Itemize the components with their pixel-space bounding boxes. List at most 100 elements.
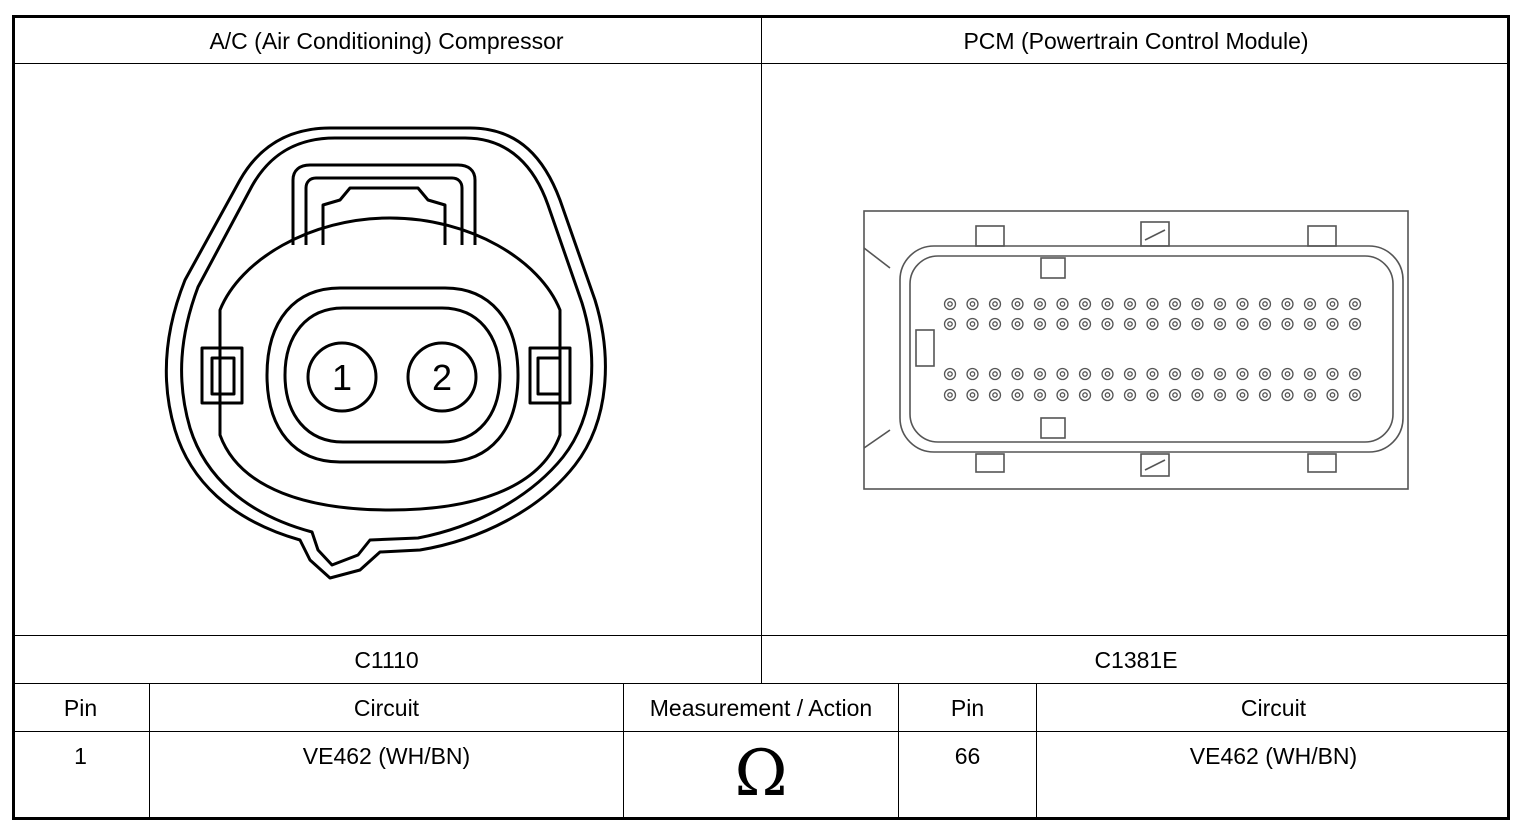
pcm-pin (1123, 388, 1137, 402)
pcm-pin (1258, 317, 1272, 331)
pcm-pin-center (1082, 321, 1088, 327)
pcm-pin-center (1059, 301, 1066, 307)
pcm-pin (943, 367, 957, 381)
pcm-pin-center (1149, 301, 1156, 307)
pcm-pin (1011, 388, 1024, 402)
pcm-pin (1191, 317, 1204, 331)
pcm-pin-center (1104, 301, 1111, 307)
pcm-pin-center (1307, 321, 1313, 327)
pcm-pin-center (1037, 301, 1043, 307)
pcm-pin-center (969, 392, 976, 398)
pcm-pin (1101, 388, 1114, 402)
pcm-pin-center (1127, 301, 1133, 307)
pcm-pin (1258, 388, 1272, 402)
divider-col-2 (623, 683, 624, 820)
pcm-pin-center (1194, 301, 1201, 307)
pcm-pin-center (1014, 371, 1021, 377)
pcm-pin-center (1172, 392, 1178, 398)
pcm-pin (1281, 388, 1294, 402)
pcm-pin (1056, 317, 1069, 331)
pcm-pin-center (1082, 301, 1088, 307)
pcm-pin-center (1239, 371, 1246, 377)
pcm-pin (1213, 297, 1227, 311)
pcm-pin-center (969, 371, 976, 377)
pcm-pin (1056, 388, 1069, 402)
pcm-pin (943, 297, 957, 311)
pcm-pin (1258, 367, 1272, 381)
pcm-pin (1033, 388, 1047, 402)
pcm-pin-center (1127, 371, 1133, 377)
divider-col-4 (1036, 683, 1037, 820)
pcm-pin-center (1217, 321, 1223, 327)
pcm-pin (1326, 297, 1339, 311)
pcm-pin (943, 317, 957, 331)
pcm-pin-center (1014, 321, 1021, 327)
pcm-pin (966, 367, 979, 381)
pcm-pin (1326, 367, 1339, 381)
table-header-circuit-right: Circuit (1240, 695, 1307, 721)
pcm-pin-center (1352, 392, 1358, 398)
pcm-pin (1011, 317, 1024, 331)
pcm-pin (1236, 388, 1249, 402)
divider-col-3 (898, 683, 899, 820)
table-header-pin-right: Pin (950, 695, 985, 721)
left-connector-header: A/C (Air Conditioning) Compressor (209, 28, 564, 54)
right-connector-id: C1381E (1094, 647, 1178, 673)
right-connector-header: PCM (Powertrain Control Module) (963, 28, 1309, 54)
pcm-pin (1281, 367, 1294, 381)
pcm-pin (1236, 317, 1249, 331)
pcm-pin (1213, 367, 1227, 381)
pcm-pin-center (1262, 301, 1268, 307)
pcm-pin (1168, 367, 1182, 381)
pcm-pin-center (1059, 371, 1066, 377)
pcm-pin-center (1059, 392, 1066, 398)
pcm-pin-center (1127, 392, 1133, 398)
pcm-pin-center (1149, 392, 1156, 398)
pcm-pin-center (1127, 321, 1133, 327)
table-header-measurement: Measurement / Action (649, 695, 873, 721)
pcm-pin (1326, 388, 1339, 402)
pcm-pin-center (1149, 321, 1156, 327)
left-connector-id: C1110 (354, 647, 419, 673)
pcm-pin-center (1172, 301, 1178, 307)
pcm-pin-center (1037, 392, 1043, 398)
pcm-pin (1168, 297, 1182, 311)
pcm-pin-center (1082, 392, 1088, 398)
pcm-pin-center (1307, 301, 1313, 307)
pcm-pin-center (1194, 392, 1201, 398)
pcm-pin-center (1284, 371, 1291, 377)
pcm-pin (1348, 317, 1362, 331)
pcm-pin-center (1262, 321, 1268, 327)
pcm-pin-center (1352, 371, 1358, 377)
pcm-pin-center (1082, 371, 1088, 377)
pcm-pin (1033, 367, 1047, 381)
pcm-pin (1213, 317, 1227, 331)
pcm-connector-drawing (863, 210, 1409, 490)
pcm-pin-center (1104, 392, 1111, 398)
pcm-pin (1303, 367, 1317, 381)
pcm-pin-center (1172, 321, 1178, 327)
row-pin-right: 66 (954, 743, 981, 769)
pcm-pin (966, 388, 979, 402)
pcm-pin (1101, 297, 1114, 311)
pcm-pin (988, 317, 1002, 331)
pcm-pin (1056, 367, 1069, 381)
ac-compressor-connector-drawing: 1 2 (164, 126, 607, 580)
table-header-pin-left: Pin (63, 695, 98, 721)
pcm-pin (1078, 297, 1092, 311)
pcm-pin-center (1307, 371, 1313, 377)
pcm-pin-center (1059, 321, 1066, 327)
pcm-pin (1191, 297, 1204, 311)
pcm-pin (966, 297, 979, 311)
pcm-pin (1146, 317, 1159, 331)
pcm-pin (1326, 317, 1339, 331)
pcm-pin-center (1194, 321, 1201, 327)
pcm-pin (988, 388, 1002, 402)
pcm-pin-center (1329, 371, 1336, 377)
pcm-pin-center (969, 321, 976, 327)
pcm-pin-center (1329, 321, 1336, 327)
pcm-pin (1191, 388, 1204, 402)
pcm-pin (1213, 388, 1227, 402)
pcm-pin-center (947, 321, 953, 327)
pcm-pin (1348, 367, 1362, 381)
